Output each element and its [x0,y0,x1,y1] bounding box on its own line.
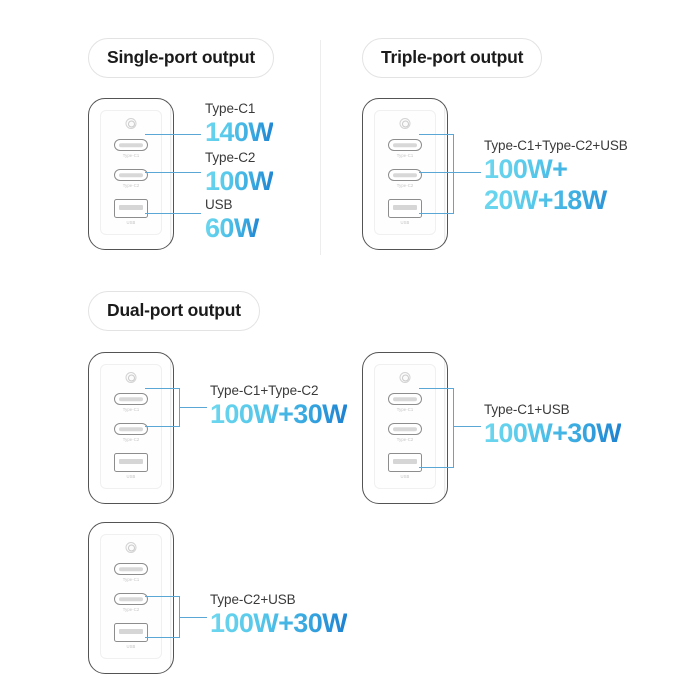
section-divider [320,40,321,255]
port-label-type-c1: Type-C1 [122,153,140,158]
port-type-c1-icon [388,139,422,151]
port-label-type-c2: Type-C2 [122,437,140,442]
port-label-type-c2: Type-C2 [122,183,140,188]
readout-single-usb: USB 60W [205,197,259,243]
led-indicator-icon [125,372,137,383]
port-label-type-c1: Type-C1 [396,153,414,158]
port-usb-a-icon [114,623,148,642]
connector-stub-type-c1 [419,133,454,136]
connector-stub-usb [145,636,180,639]
connector-stub-type-c1 [419,387,454,390]
readout-dual-c2-usb: Type-C2+USB 100W+30W [210,592,348,638]
connector-bracket-stem [178,406,207,409]
charger-device-single-port: Type-C1 Type-C2 USB [88,98,174,250]
connector-stub-type-c2 [419,171,454,174]
port-label-usb: USB [400,474,410,479]
connector-stub-usb [419,212,454,215]
port-label-type-c1: Type-C1 [122,577,140,582]
port-label-usb: USB [126,220,136,225]
readout-dual-c1-usb: Type-C1+USB 100W+30W [484,402,622,448]
charger-device-triple-port: Type-C1 Type-C2 USB [362,98,448,250]
port-label-usb: USB [126,644,136,649]
port-type-c1-icon [114,393,148,405]
port-type-c2-icon [388,169,422,181]
device-face: Type-C1 Type-C2 USB [100,364,162,489]
readout-single-type-c1: Type-C1 140W [205,101,274,147]
port-label-usb: USB [400,220,410,225]
readout-caption: Type-C1+USB [484,402,570,417]
section-heading-dual-port: Dual-port output [88,291,260,331]
port-label-type-c1: Type-C1 [396,407,414,412]
readout-value: 100W+30W [484,418,622,448]
port-label-usb: USB [126,474,136,479]
port-type-c2-icon [114,593,148,605]
readout-value: 100W+30W [210,399,348,429]
device-face: Type-C1 Type-C2 USB [374,364,436,489]
connector-stub-usb [419,466,454,469]
readout-triple-port: Type-C1+Type-C2+USB 100W+ 20W+18W [484,138,628,217]
connector-line-type-c1 [145,133,201,136]
readout-value: 60W [205,213,259,243]
port-type-c2-icon [114,169,148,181]
readout-caption: Type-C2+USB [210,592,296,607]
readout-value-line1: 100W+ [484,154,628,185]
port-type-c1-icon [114,563,148,575]
charger-device-dual-c1-c2: Type-C1 Type-C2 USB [88,352,174,504]
port-usb-a-icon [388,199,422,218]
led-indicator-icon [125,542,137,553]
port-type-c2-icon [114,423,148,435]
connector-bracket-stem [452,171,481,174]
port-usb-a-icon [114,453,148,472]
led-indicator-icon [125,118,137,129]
readout-caption: USB [205,197,233,212]
readout-single-type-c2: Type-C2 100W [205,150,274,196]
port-label-type-c2: Type-C2 [122,607,140,612]
connector-stub-type-c2 [145,595,180,598]
port-type-c1-icon [114,139,148,151]
readout-value: 140W [205,117,274,147]
readout-caption: Type-C2 [205,150,256,165]
connector-line-usb [145,212,201,215]
led-indicator-icon [399,118,411,129]
connector-stub-type-c1 [145,387,180,390]
readout-value: 100W [205,166,274,196]
port-label-type-c1: Type-C1 [122,407,140,412]
section-heading-triple-port: Triple-port output [362,38,543,78]
connector-line-type-c2 [145,171,201,174]
connector-bracket-stem [178,616,207,619]
connector-bracket-spine [452,387,455,468]
connector-bracket-spine [452,133,455,214]
port-usb-a-icon [114,199,148,218]
port-type-c2-icon [388,423,422,435]
section-heading-single-port: Single-port output [88,38,275,78]
readout-value: 100W+30W [210,608,348,638]
charger-device-dual-c2-usb: Type-C1 Type-C2 USB [88,522,174,674]
port-label-type-c2: Type-C2 [396,183,414,188]
readout-value-line2: 20W+18W [484,185,628,216]
readout-caption: Type-C1+Type-C2+USB [484,138,628,153]
readout-dual-c1-c2: Type-C1+Type-C2 100W+30W [210,383,348,429]
readout-caption: Type-C1+Type-C2 [210,383,319,398]
port-type-c1-icon [388,393,422,405]
connector-stub-type-c2 [145,425,180,428]
port-label-type-c2: Type-C2 [396,437,414,442]
led-indicator-icon [399,372,411,383]
charger-device-dual-c1-usb: Type-C1 Type-C2 USB [362,352,448,504]
connector-bracket-stem [452,425,481,428]
port-usb-a-icon [388,453,422,472]
readout-caption: Type-C1 [205,101,256,116]
